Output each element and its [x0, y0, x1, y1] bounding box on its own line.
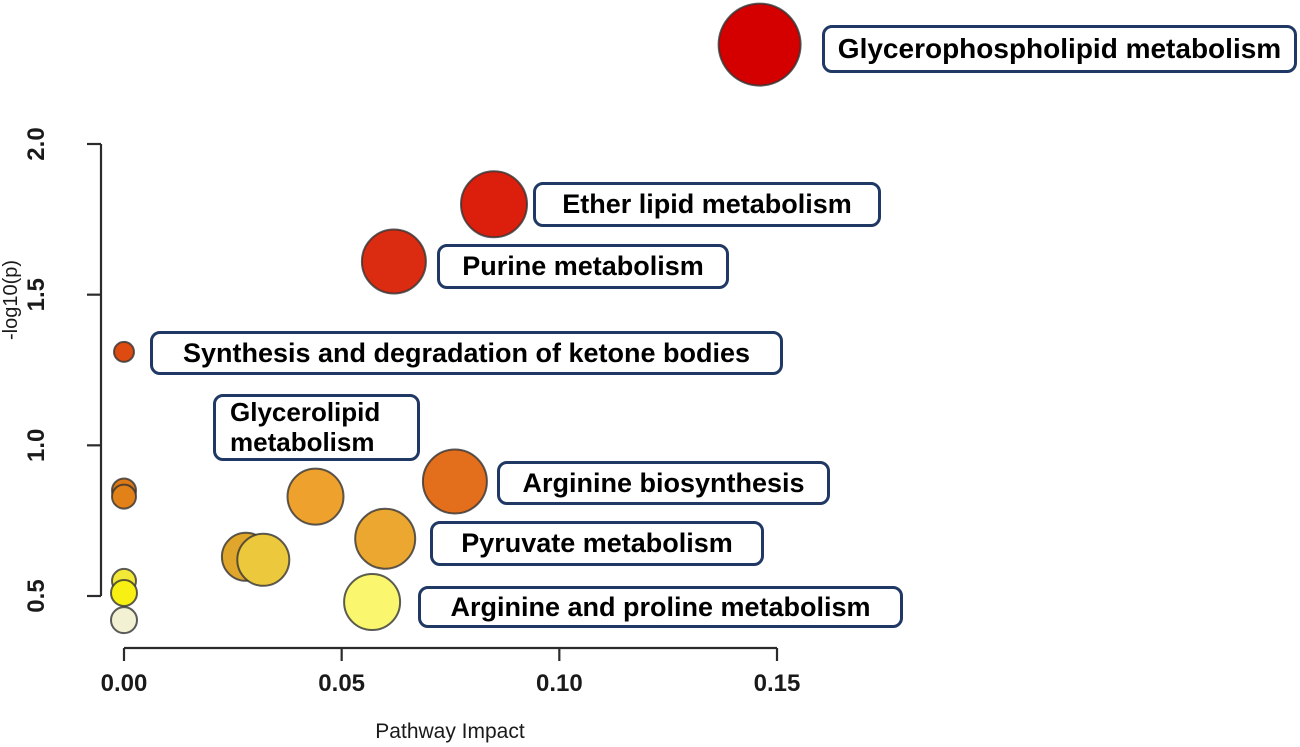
label-text: Synthesis and degradation of ketone bodi… — [182, 337, 751, 368]
label-text: Pyruvate metabolism — [461, 528, 733, 559]
y-tick-label: 0.5 — [23, 579, 50, 612]
label-ketone-bodies: Synthesis and degradation of ketone bodi… — [150, 331, 783, 375]
label-text: Arginine biosynthesis — [522, 467, 805, 498]
x-tick-label: 0.05 — [318, 670, 365, 697]
y-tick-label: 1.0 — [23, 429, 50, 462]
bubble-unlabeled-yellow-front — [110, 579, 138, 607]
bubble-purine — [360, 228, 427, 295]
y-tick-label: 2.0 — [23, 127, 50, 160]
bubble-unlabeled-cream — [110, 606, 138, 635]
bubble-ether-lipid — [460, 170, 528, 239]
axes: 0.00 0.05 0.10 0.15 2.0 1.5 1.0 0.5 — [23, 127, 800, 697]
bubble-arginine-proline — [343, 573, 402, 631]
bubble-glycerophospholipid — [717, 2, 802, 87]
label-ether-lipid: Ether lipid metabolism — [533, 182, 881, 227]
bubble-unlabeled-orange-front — [111, 483, 137, 510]
label-text: Ether lipid metabolism — [562, 189, 852, 220]
label-text: Arginine and proline metabolism — [450, 591, 871, 622]
bubble-arginine-biosynthesis — [421, 448, 488, 515]
bubble-unlabeled-gold-front — [236, 532, 291, 587]
label-purine: Purine metabolism — [437, 244, 729, 289]
label-text: Glycerolipid — [230, 397, 381, 428]
y-axis-title: -log10(p) — [0, 260, 22, 340]
y-tick-label: 1.5 — [23, 278, 50, 311]
label-arginine-proline: Arginine and proline metabolism — [418, 586, 903, 628]
label-text: Glycerophospholipid metabolism — [837, 33, 1282, 65]
bubble-pyruvate — [354, 507, 417, 570]
x-tick-label: 0.15 — [754, 670, 801, 697]
x-axis-title: Pathway Impact — [375, 720, 525, 743]
label-glycerophospholipid: Glycerophospholipid metabolism — [822, 25, 1297, 73]
label-arginine-biosynthesis: Arginine biosynthesis — [497, 461, 830, 505]
label-text: Purine metabolism — [462, 251, 704, 282]
bubble-glycerolipid — [286, 467, 345, 526]
bubbles — [110, 2, 802, 635]
x-tick-label: 0.00 — [101, 670, 148, 697]
label-pyruvate: Pyruvate metabolism — [430, 521, 764, 566]
bubble-ketone-bodies — [113, 340, 135, 363]
x-tick-label: 0.10 — [536, 670, 583, 697]
label-text: metabolism — [230, 426, 375, 457]
